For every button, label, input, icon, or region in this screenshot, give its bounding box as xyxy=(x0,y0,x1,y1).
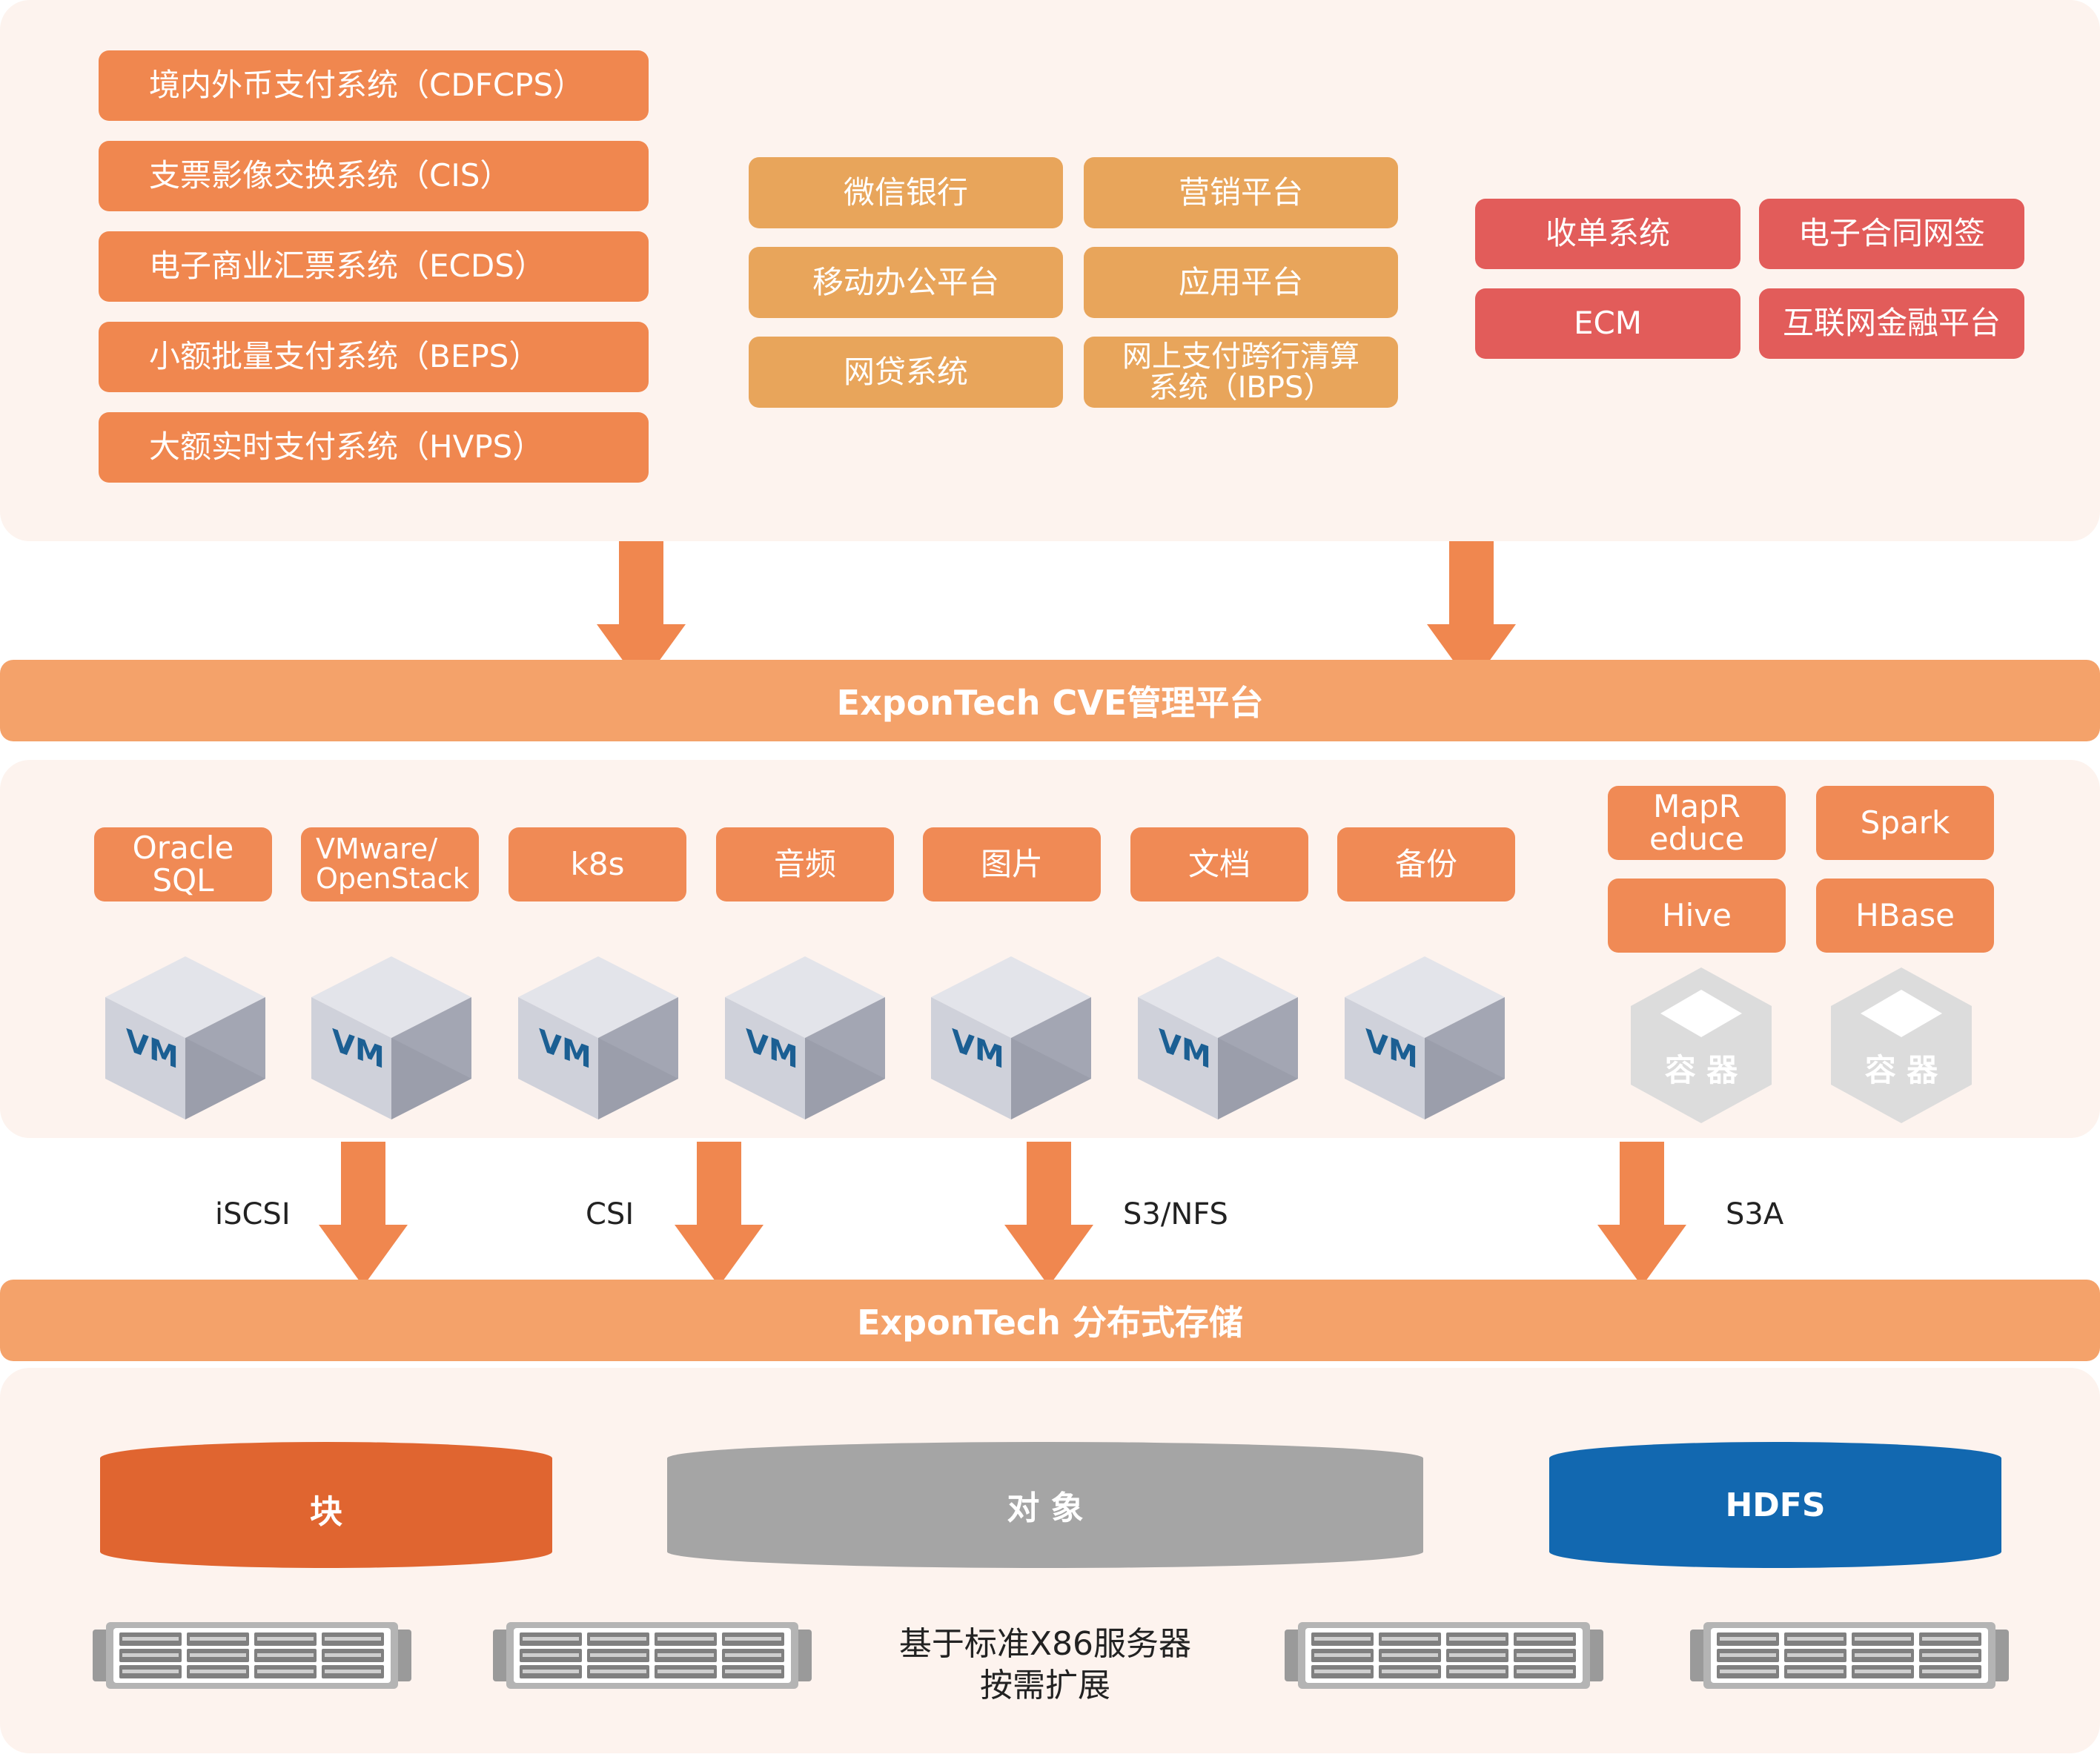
app-loan-system: 网贷系统 xyxy=(749,337,1063,408)
server-rack-icon xyxy=(1285,1622,1603,1689)
block-storage-label: 块 xyxy=(310,1493,342,1531)
app-wechat-bank: 微信银行 xyxy=(749,157,1063,228)
object-storage-cylinder xyxy=(667,1442,1423,1568)
app-hbase: HBase xyxy=(1816,879,1994,953)
app-ecm: ECM xyxy=(1475,288,1740,359)
arrow-down-icon xyxy=(319,1142,408,1286)
app-acquiring: 收单系统 xyxy=(1475,199,1740,269)
management-platform-band: ExponTech CVE管理平台 xyxy=(0,660,2100,741)
hdfs-storage-cylinder xyxy=(1549,1442,2001,1568)
vm-cube-icon: VM xyxy=(518,956,678,1119)
distributed-storage-band: ExponTech 分布式存储 xyxy=(0,1280,2100,1361)
app-e-contract: 电子合同网签 xyxy=(1759,199,2024,269)
app-ibps: 网上支付跨行清算系统（IBPS） xyxy=(1084,337,1398,408)
container-label: 容 器 xyxy=(1665,1052,1739,1088)
app-image: 图片 xyxy=(923,827,1101,901)
app-vmware-openstack: VMware/ OpenStack xyxy=(301,827,479,901)
arrow-down-icon xyxy=(1004,1142,1093,1286)
app-k8s: k8s xyxy=(509,827,686,901)
container-label: 容 器 xyxy=(1865,1052,1939,1088)
container-icon: 容 器 xyxy=(1831,967,1972,1123)
app-mobile-office: 移动办公平台 xyxy=(749,247,1063,318)
server-rack-icon xyxy=(493,1622,812,1689)
protocol-s3-nfs: S3/NFS xyxy=(1123,1197,1228,1231)
system-cdfcps: 境内外币支付系统（CDFCPS） xyxy=(99,50,649,121)
app-application-platform: 应用平台 xyxy=(1084,247,1398,318)
app-document: 文档 xyxy=(1130,827,1308,901)
server-caption: 基于标准X86服务器 按需扩展 xyxy=(852,1624,1238,1707)
server-caption-line1: 基于标准X86服务器 xyxy=(898,1625,1192,1663)
arrow-down-icon xyxy=(1597,1142,1686,1286)
app-mapreduce: MapR educe xyxy=(1608,786,1786,860)
arrow-down-icon xyxy=(597,541,686,686)
server-rack-icon xyxy=(93,1622,411,1689)
vm-cube-icon: VM xyxy=(311,956,471,1119)
vm-cube-icon: VM xyxy=(1345,956,1505,1119)
container-icon: 容 器 xyxy=(1631,967,1772,1123)
app-backup: 备份 xyxy=(1337,827,1515,901)
object-storage-label: 对 象 xyxy=(1007,1489,1084,1527)
protocol-iscsi: iSCSI xyxy=(215,1197,291,1231)
vm-cube-icon: VM xyxy=(931,956,1091,1119)
app-marketing: 营销平台 xyxy=(1084,157,1398,228)
server-caption-line2: 按需扩展 xyxy=(980,1667,1110,1704)
server-rack-icon xyxy=(1690,1622,2009,1689)
vm-cube-icon: VM xyxy=(105,956,265,1119)
protocol-csi: CSI xyxy=(586,1197,635,1231)
system-beps: 小额批量支付系统（BEPS） xyxy=(99,322,649,392)
arrow-down-icon xyxy=(675,1142,764,1286)
vm-cube-icon: VM xyxy=(725,956,885,1119)
app-hive: Hive xyxy=(1608,879,1786,953)
arrow-down-icon xyxy=(1427,541,1516,686)
block-storage-cylinder xyxy=(100,1442,552,1568)
app-spark: Spark xyxy=(1816,786,1994,860)
app-audio: 音频 xyxy=(716,827,894,901)
system-ecds: 电子商业汇票系统（ECDS） xyxy=(99,231,649,302)
app-oracle-sql: Oracle SQL xyxy=(94,827,272,901)
hdfs-storage-label: HDFS xyxy=(1725,1486,1826,1524)
vm-cube-icon: VM xyxy=(1138,956,1298,1119)
protocol-s3a: S3A xyxy=(1726,1197,1784,1231)
app-internet-finance: 互联网金融平台 xyxy=(1759,288,2024,359)
system-hvps: 大额实时支付系统（HVPS） xyxy=(99,412,649,483)
system-cis: 支票影像交换系统（CIS） xyxy=(99,141,649,211)
